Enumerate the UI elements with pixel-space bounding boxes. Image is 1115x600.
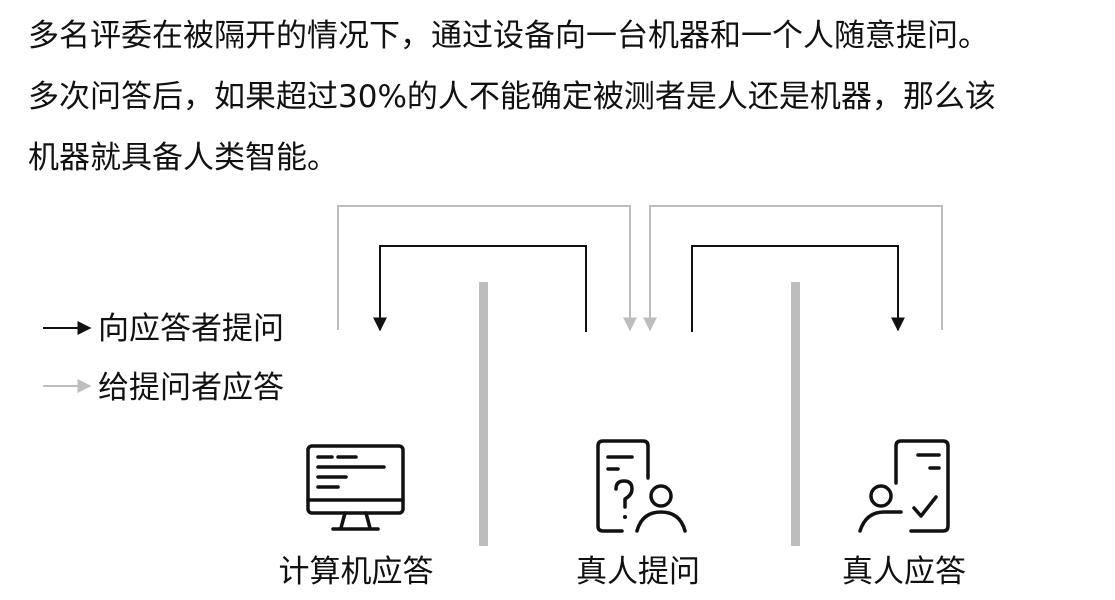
description-paragraph: 多名评委在被隔开的情况下，通过设备向一台机器和一个人随意提问。 多次问答后，如果…: [28, 6, 1098, 189]
description-line-2: 多次问答后，如果超过30%的人不能确定被测者是人还是机器，那么该: [28, 79, 996, 115]
questioner-icon: [596, 439, 687, 533]
human-answer-label: 真人应答: [842, 554, 966, 590]
computer-answer-label: 计算机应答: [279, 554, 434, 590]
human-responder-icon: [858, 439, 950, 533]
ask-connector-human: [691, 245, 905, 332]
legend: 向应答者提问 给提问者应答: [43, 311, 284, 406]
legend-ask-label: 向应答者提问: [98, 311, 284, 347]
ask-connector-computer: [373, 245, 587, 332]
description-line-1: 多名评委在被隔开的情况下，通过设备向一台机器和一个人随意提问。: [28, 18, 989, 54]
legend-answer-label: 给提问者应答: [98, 370, 284, 406]
answer-connector-human: [643, 205, 943, 332]
description-line-3: 机器就具备人类智能。: [28, 140, 338, 176]
divider-right: [791, 282, 800, 546]
divider-left: [479, 282, 488, 546]
computer-icon: [306, 444, 405, 531]
answer-connector-computer: [337, 205, 637, 332]
human-question-label: 真人提问: [576, 554, 700, 590]
